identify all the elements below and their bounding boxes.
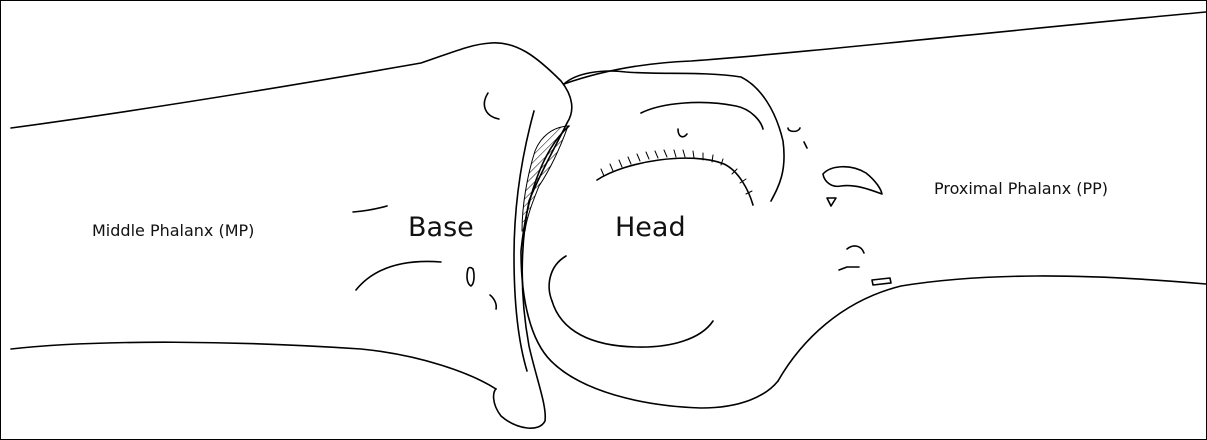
- head-small-mark: [678, 129, 687, 137]
- middle-phalanx-label: Middle Phalanx (MP): [92, 221, 254, 240]
- proximal-mark-2: [804, 142, 807, 148]
- proximal-mark-1: [788, 128, 800, 131]
- base-tubercle: [467, 268, 474, 287]
- base-crease-3: [356, 261, 441, 290]
- head-label: Head: [615, 212, 686, 243]
- head-sulcus-hatching: [601, 150, 752, 194]
- head-sulcus: [597, 158, 753, 205]
- base-crease-4: [490, 295, 496, 309]
- head-condyle-contour: [521, 126, 778, 408]
- base-crease-1: [484, 93, 499, 119]
- proximal-mark-4: [827, 198, 836, 206]
- proximal-phalanx-label: Proximal Phalanx (PP): [934, 179, 1108, 198]
- proximal-mark-7: [872, 278, 891, 285]
- proximal-mark-6: [839, 267, 859, 270]
- base-crease-2: [353, 206, 387, 212]
- head-lower-arc: [552, 301, 713, 347]
- base-label: Base: [408, 212, 474, 243]
- proximal-mark-5: [847, 246, 864, 253]
- middle-phalanx-upper-contour: [11, 43, 491, 128]
- proximal-phalanx-lower-contour: [778, 276, 1206, 381]
- head-upper-crest: [641, 102, 763, 129]
- head-articular-arc: [549, 256, 566, 301]
- head-outline: [564, 71, 784, 201]
- proximal-mark-3: [823, 167, 882, 194]
- base-outline: [491, 43, 572, 428]
- base-hatching: [522, 126, 568, 231]
- middle-phalanx-lower-contour: [11, 342, 496, 389]
